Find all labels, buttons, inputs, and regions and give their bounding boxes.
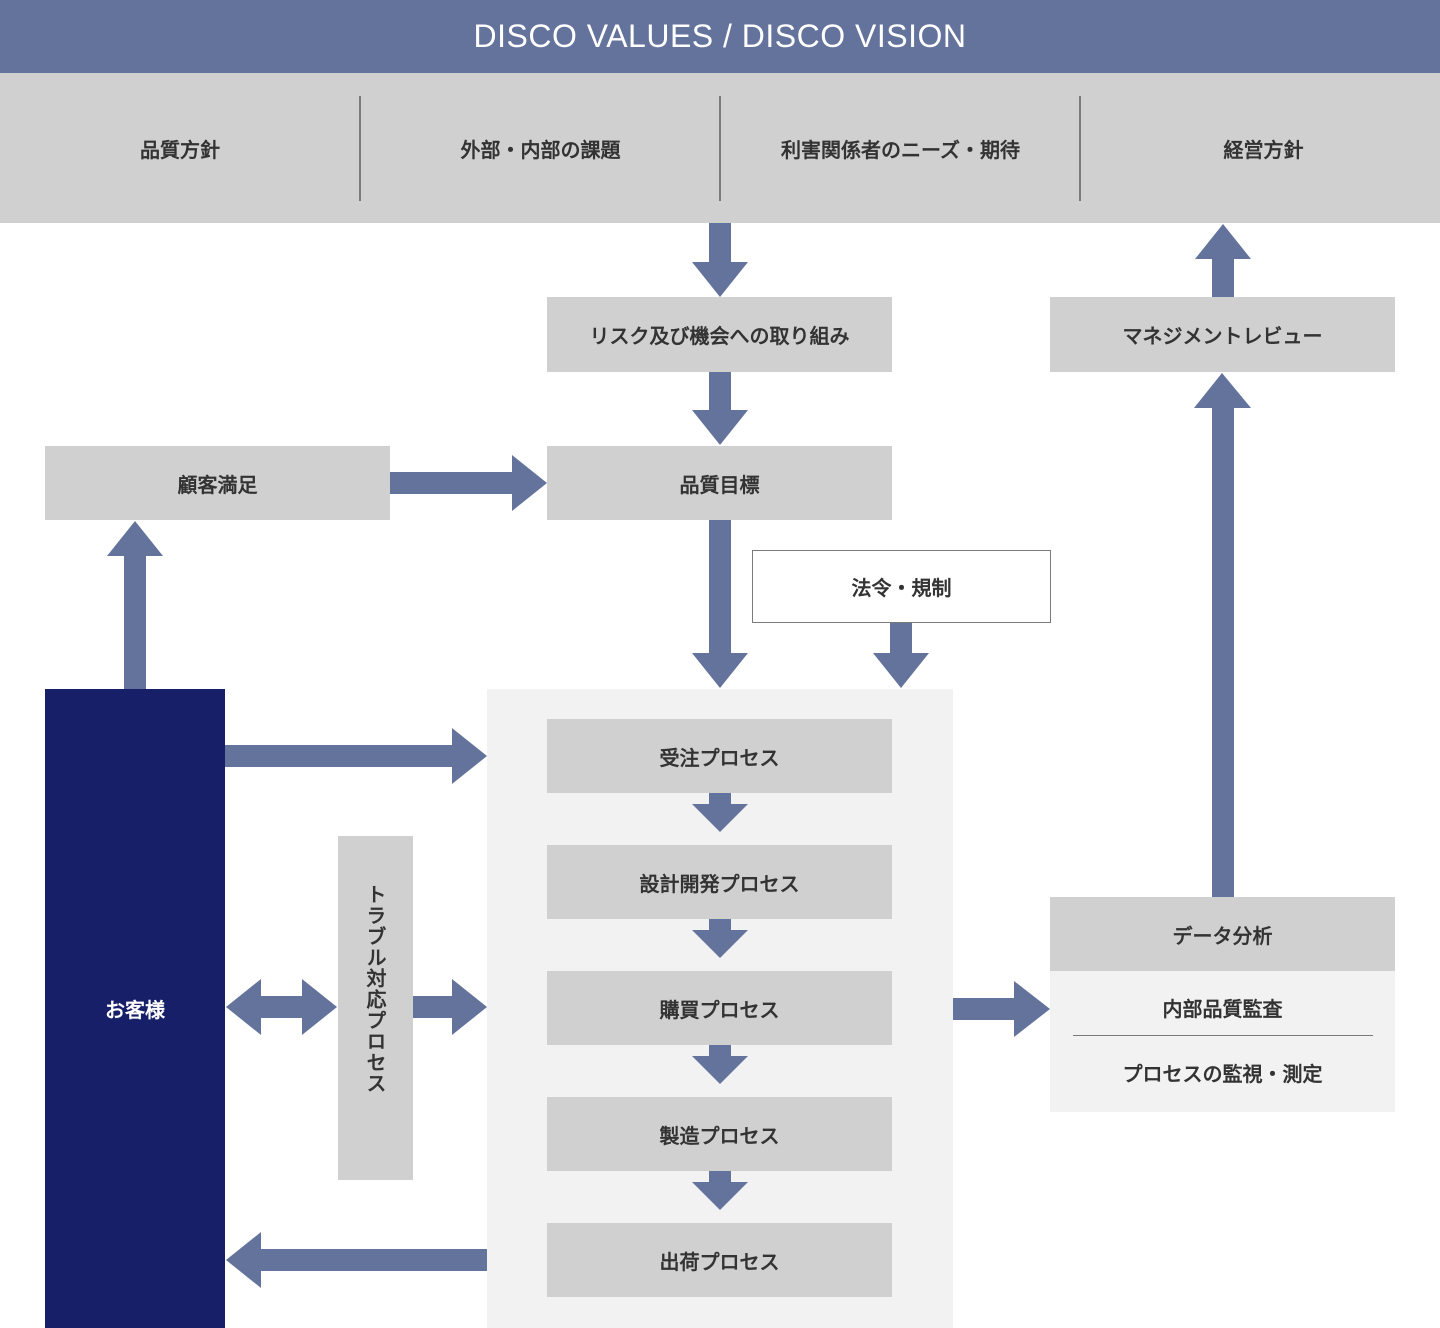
arrow-right-icon [413,979,487,1035]
internal-audit-label: 内部品質監査 [1162,996,1283,1021]
process-design-box: 設計開発プロセス [547,845,892,919]
arrow-right-icon [225,728,487,784]
regulations-box: 法令・規制 [752,550,1051,623]
diagram-title: DISCO VALUES / DISCO VISION [0,0,1440,73]
arrow-right-icon [390,455,547,511]
arrow-down-icon [692,223,748,297]
process-purchase-box: 購買プロセス [547,971,892,1045]
trouble-process-box: トラブル対応プロセス [338,836,413,1180]
process-shipping-box: 出荷プロセス [547,1223,892,1297]
inputs-band: 品質方針 外部・内部の課題 利害関係者のニーズ・期待 経営方針 [0,73,1440,223]
data-analysis-title: データ分析 [1050,897,1395,971]
customer-satisfaction-box: 顧客満足 [45,446,390,520]
input-issues: 外部・内部の課題 [460,137,621,162]
process-order-box: 受注プロセス [547,719,892,793]
process-monitoring-label: プロセスの監視・測定 [1122,1061,1323,1086]
trouble-process-label: トラブル対応プロセス [363,884,387,1094]
arrow-down-icon [692,372,748,445]
customer-box: お客様 [45,689,225,1328]
analysis-divider [1073,1035,1373,1036]
arrow-double-icon [226,979,337,1035]
process-manufacturing-box: 製造プロセス [547,1097,892,1171]
input-management-policy: 経営方針 [1223,137,1304,162]
input-quality-policy: 品質方針 [140,137,220,162]
arrow-left-icon [226,1232,487,1288]
arrow-up-icon [107,521,163,689]
arrow-right-icon [953,981,1050,1037]
risk-opportunity-box: リスク及び機会への取り組み [547,297,892,372]
divider [359,96,361,201]
arrow-up-icon [1195,224,1251,297]
analysis-panel: データ分析 内部品質監査 プロセスの監視・測定 [1050,897,1395,1112]
quality-objectives-box: 品質目標 [547,446,892,520]
arrow-down-icon [873,623,929,688]
arrow-up-icon [1194,373,1251,897]
divider [1079,96,1081,201]
input-stakeholder-needs: 利害関係者のニーズ・期待 [781,137,1020,162]
management-review-box: マネジメントレビュー [1050,297,1395,372]
divider [719,96,721,201]
arrow-down-icon [692,520,748,688]
